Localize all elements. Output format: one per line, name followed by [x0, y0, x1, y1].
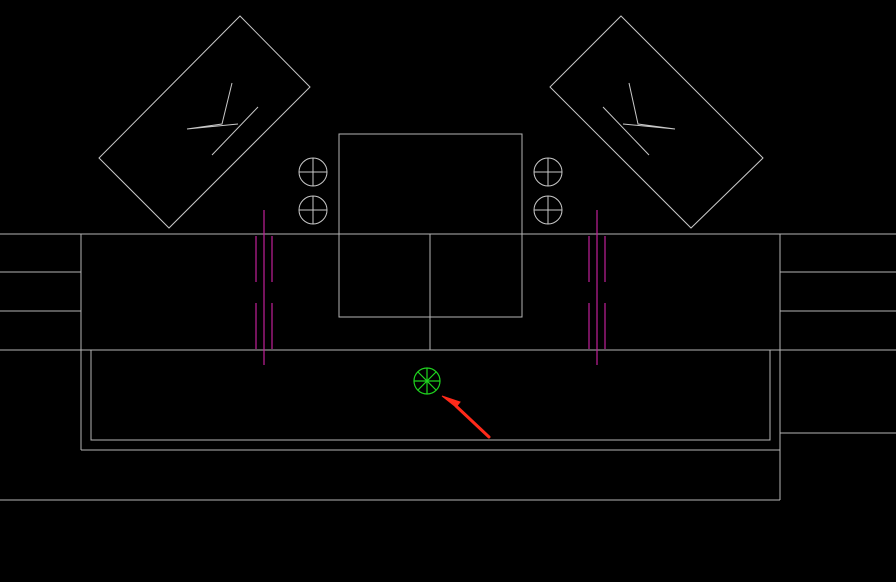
chair-left-mark [186, 82, 239, 130]
outlet-right-bottom-icon [533, 195, 563, 225]
floor-drain-icon[interactable] [413, 367, 441, 395]
chair-right-stroke [602, 106, 650, 156]
pipe-right [588, 210, 606, 365]
outlet-left-top-icon [298, 157, 328, 187]
chair-left [98, 15, 311, 229]
chair-left-outline [98, 15, 311, 229]
chair-right-outline [549, 15, 764, 229]
outlet-right-top-icon [533, 157, 563, 187]
chair-left-stroke [211, 106, 259, 156]
wall-lines [0, 233, 896, 501]
pipe-left [255, 210, 273, 365]
chair-right-mark [622, 82, 676, 130]
chair-right [549, 15, 764, 229]
outlet-left-bottom-icon [298, 195, 328, 225]
center-cabinet [338, 133, 523, 350]
pointer-arrow-icon [441, 395, 491, 439]
